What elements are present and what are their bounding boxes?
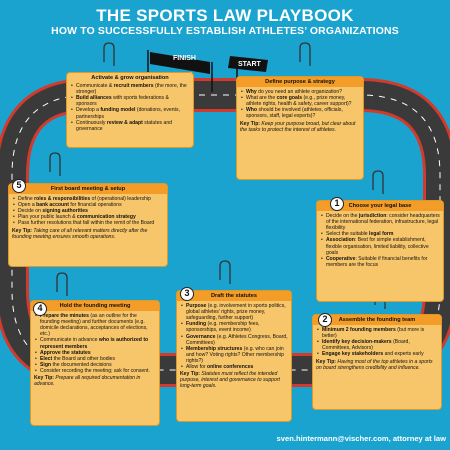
key-tip: Key Tip: Taking care of all relevant mat…	[12, 227, 148, 240]
list-item: Cooperative: Suitable if financial benef…	[320, 256, 440, 268]
list-item: Pass further resolutions that fall withi…	[12, 220, 164, 226]
step-number-1: 1	[330, 197, 344, 211]
card-header: Choose your legal base	[317, 201, 443, 212]
list-item: Decide on the jurisdiction: consider hea…	[320, 213, 440, 231]
clip-statutes	[219, 260, 231, 284]
clip-legal	[372, 170, 384, 194]
list-item: Funding (e.g. membership fees, sponsorsh…	[180, 321, 288, 333]
list-item: Open a bank account for financial operat…	[12, 202, 164, 208]
list-item: Communicate in advance who is authorized…	[34, 337, 156, 349]
clip-board	[49, 152, 61, 176]
list-item: Define roles & responsibilities of (oper…	[12, 196, 164, 202]
list-item: Purpose (e.g. involvement in sports poli…	[180, 303, 288, 321]
card-draft-statutes: Draft the statutes Purpose (e.g. involve…	[176, 290, 292, 422]
card-first-board-meeting: First board meeting & setup Define roles…	[8, 183, 168, 267]
page-subtitle: HOW TO SUCCESSFULLY ESTABLISH ATHLETES’ …	[51, 26, 399, 37]
list-item: Membership structures (e.g. who can join…	[180, 346, 288, 364]
card-list: Communicate & recruit members (the more,…	[70, 83, 190, 132]
card-header: Hold the founding meeting	[31, 301, 159, 312]
track-lane-line	[11, 94, 441, 371]
list-item: Elect the Board and other bodies	[34, 356, 156, 362]
author-contact: sven.hintermann@vischer.com, attorney at…	[276, 434, 446, 443]
key-tip: Key Tip: Statutes must reflect the inten…	[180, 371, 280, 390]
list-item: Allow for online conferences	[180, 364, 288, 370]
list-item: Engage key stakeholders and experts earl…	[316, 351, 438, 357]
card-list: Prepare the minutes (as an outline for t…	[34, 313, 156, 374]
list-item: Association: Best for simple establishme…	[320, 237, 440, 255]
card-list: Decide on the jurisdiction: consider hea…	[320, 213, 440, 268]
start-sign: START	[238, 61, 261, 68]
card-header: Draft the statutes	[177, 291, 291, 302]
list-item: Governance (e.g. Athletes Congress, Boar…	[180, 334, 288, 346]
list-item: Plan your public launch & communication …	[12, 214, 164, 220]
list-item: Sign the documented decisions	[34, 362, 156, 368]
card-list: Define roles & responsibilities of (oper…	[12, 196, 164, 227]
card-list: Minimum 2 founding members (but more is …	[316, 327, 438, 358]
step-number-5: 5	[12, 179, 26, 193]
card-header: Define purpose & strategy	[237, 77, 363, 88]
card-define-purpose: Define purpose & strategy Why do you nee…	[236, 76, 364, 180]
clip-define	[299, 42, 311, 66]
list-item: Prepare the minutes (as an outline for t…	[34, 313, 156, 337]
list-item: Develop a funding model (donations, even…	[70, 107, 190, 119]
list-item: Build alliances with sports federations …	[70, 95, 190, 107]
list-item: What are the core goals (e.g., prize mon…	[240, 95, 360, 107]
card-founding-team: Assemble the founding team Minimum 2 fou…	[312, 314, 442, 410]
step-number-2: 2	[318, 313, 332, 327]
list-item: Minimum 2 founding members (but more is …	[316, 327, 438, 339]
card-activate-grow: Activate & grow organisation Communicate…	[66, 72, 194, 148]
key-tip: Key Tip: Having most of the top athletes…	[316, 358, 433, 371]
clip-founding	[56, 272, 68, 296]
list-item: Who should be involved (athletes, offici…	[240, 107, 360, 119]
list-item: Continuously review & adapt statutes and…	[70, 120, 190, 132]
card-legal-base: Choose your legal base Decide on the jur…	[316, 200, 444, 302]
list-item: Approve the statutes	[34, 350, 156, 356]
key-tip: Key Tip: Prepare all required documentat…	[34, 375, 141, 388]
step-number-4: 4	[33, 302, 47, 316]
page-title: THE SPORTS LAW PLAYBOOK	[96, 6, 354, 25]
key-tip: Key Tip: Keep your purpose broad, but cl…	[240, 120, 356, 133]
finish-sign: FINISH	[173, 55, 196, 62]
list-item: Identify key decision-makers (Board, Com…	[316, 339, 438, 351]
card-list: Why do you need an athlete organization?…	[240, 89, 360, 119]
list-item: Communicate & recruit members (the more,…	[70, 83, 190, 95]
card-list: Purpose (e.g. involvement in sports poli…	[180, 303, 288, 370]
list-item: Why do you need an athlete organization?	[240, 89, 360, 95]
card-header: First board meeting & setup	[9, 184, 167, 195]
card-founding-meeting: Hold the founding meeting Prepare the mi…	[30, 300, 160, 426]
step-number-3: 3	[180, 287, 194, 301]
card-header: Assemble the founding team	[313, 315, 441, 326]
list-item: Decide on signing authorities	[12, 208, 164, 214]
clip-activate	[103, 42, 115, 66]
card-header: Activate & grow organisation	[91, 75, 169, 81]
list-item: Consider recording the meeting; ask for …	[34, 368, 156, 374]
list-item: Select the suitable legal form	[320, 231, 440, 237]
